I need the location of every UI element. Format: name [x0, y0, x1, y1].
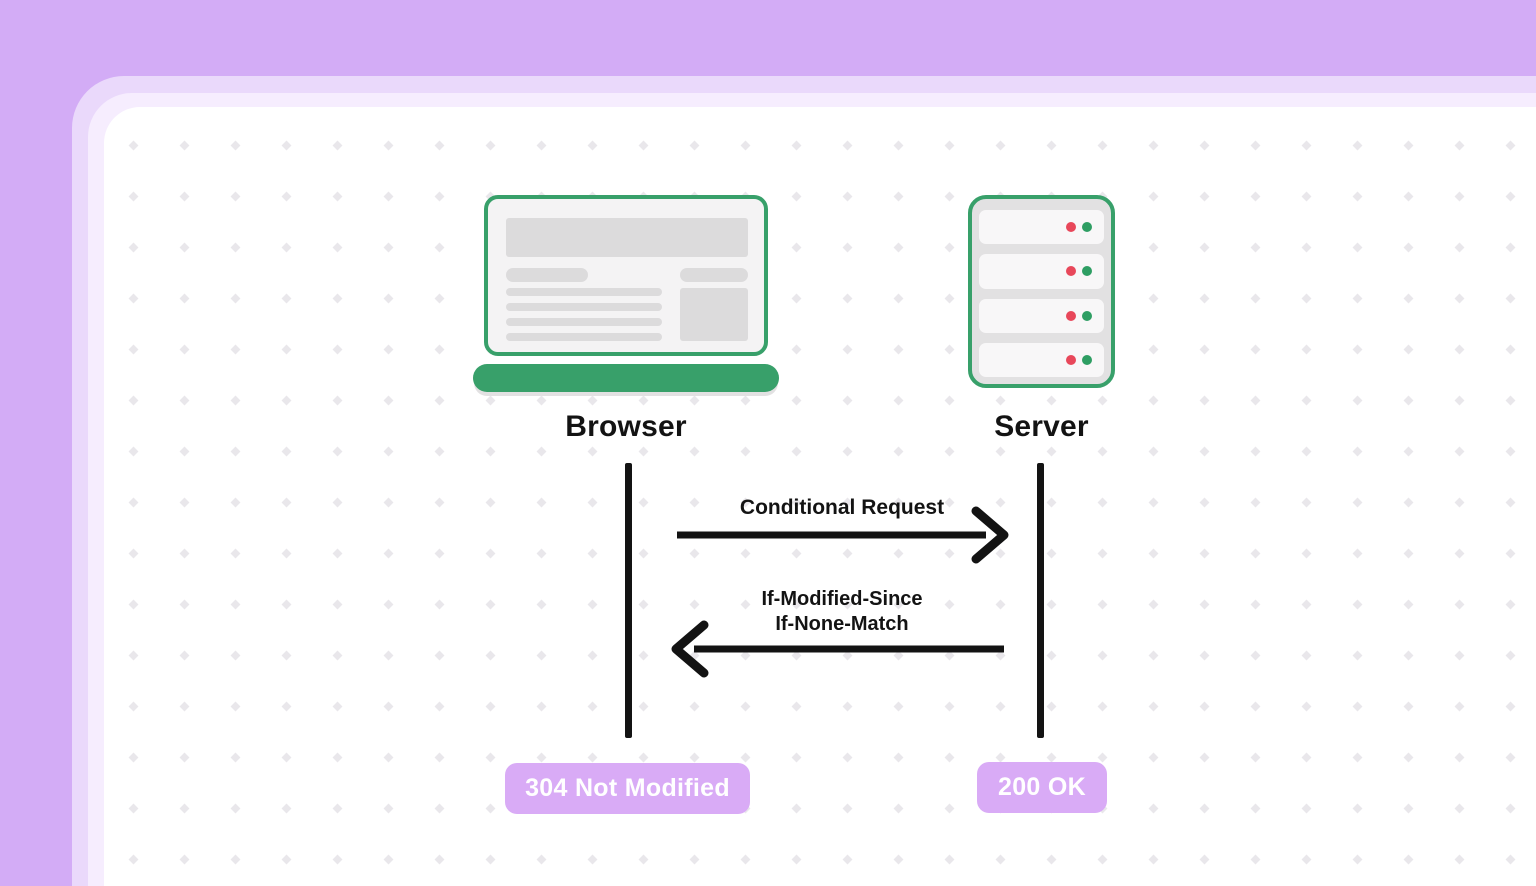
- green-led-icon: [1082, 222, 1092, 233]
- diagram-canvas: Browser Serv: [104, 107, 1536, 886]
- server-slot: [979, 298, 1104, 333]
- laptop-base: [473, 364, 779, 392]
- server-slot: [979, 342, 1104, 377]
- browser-lifeline: [625, 463, 632, 738]
- laptop-screen-text-line: [506, 288, 662, 296]
- browser-label: Browser: [565, 410, 687, 443]
- green-led-icon: [1082, 266, 1092, 277]
- laptop-screen-image-block: [680, 288, 748, 341]
- server-label: Server: [994, 410, 1089, 443]
- response-header-line: If-Modified-Since: [761, 588, 923, 610]
- status-badge-200: 200 OK: [977, 762, 1107, 813]
- response-header-line: If-None-Match: [775, 613, 909, 635]
- laptop-screen-text-line: [506, 333, 662, 341]
- card-frame-outer: Browser Serv: [72, 76, 1536, 886]
- laptop-screen-text-line: [506, 318, 662, 326]
- server-slot: [979, 210, 1104, 245]
- laptop-screen-pill-right: [680, 268, 748, 282]
- server-lifeline: [1037, 463, 1044, 738]
- laptop-screen-pill-left: [506, 268, 588, 282]
- green-led-icon: [1082, 354, 1092, 365]
- browser-laptop-icon: [484, 195, 768, 356]
- red-led-icon: [1066, 310, 1076, 321]
- server-rack-icon: [968, 195, 1115, 388]
- card-frame-inner: Browser Serv: [88, 93, 1536, 886]
- laptop-screen-banner: [506, 218, 748, 257]
- request-arrow-icon: [677, 506, 1009, 564]
- green-led-icon: [1082, 310, 1092, 321]
- status-badge-304: 304 Not Modified: [505, 763, 750, 814]
- red-led-icon: [1066, 222, 1076, 233]
- server-slot: [979, 254, 1104, 289]
- laptop-screen-text-line: [506, 303, 662, 311]
- red-led-icon: [1066, 354, 1076, 365]
- response-arrow-icon: [671, 620, 1004, 678]
- response-headers-label: If-Modified-Since If-None-Match: [670, 587, 1014, 637]
- request-message-label: Conditional Request: [739, 496, 945, 519]
- red-led-icon: [1066, 266, 1076, 277]
